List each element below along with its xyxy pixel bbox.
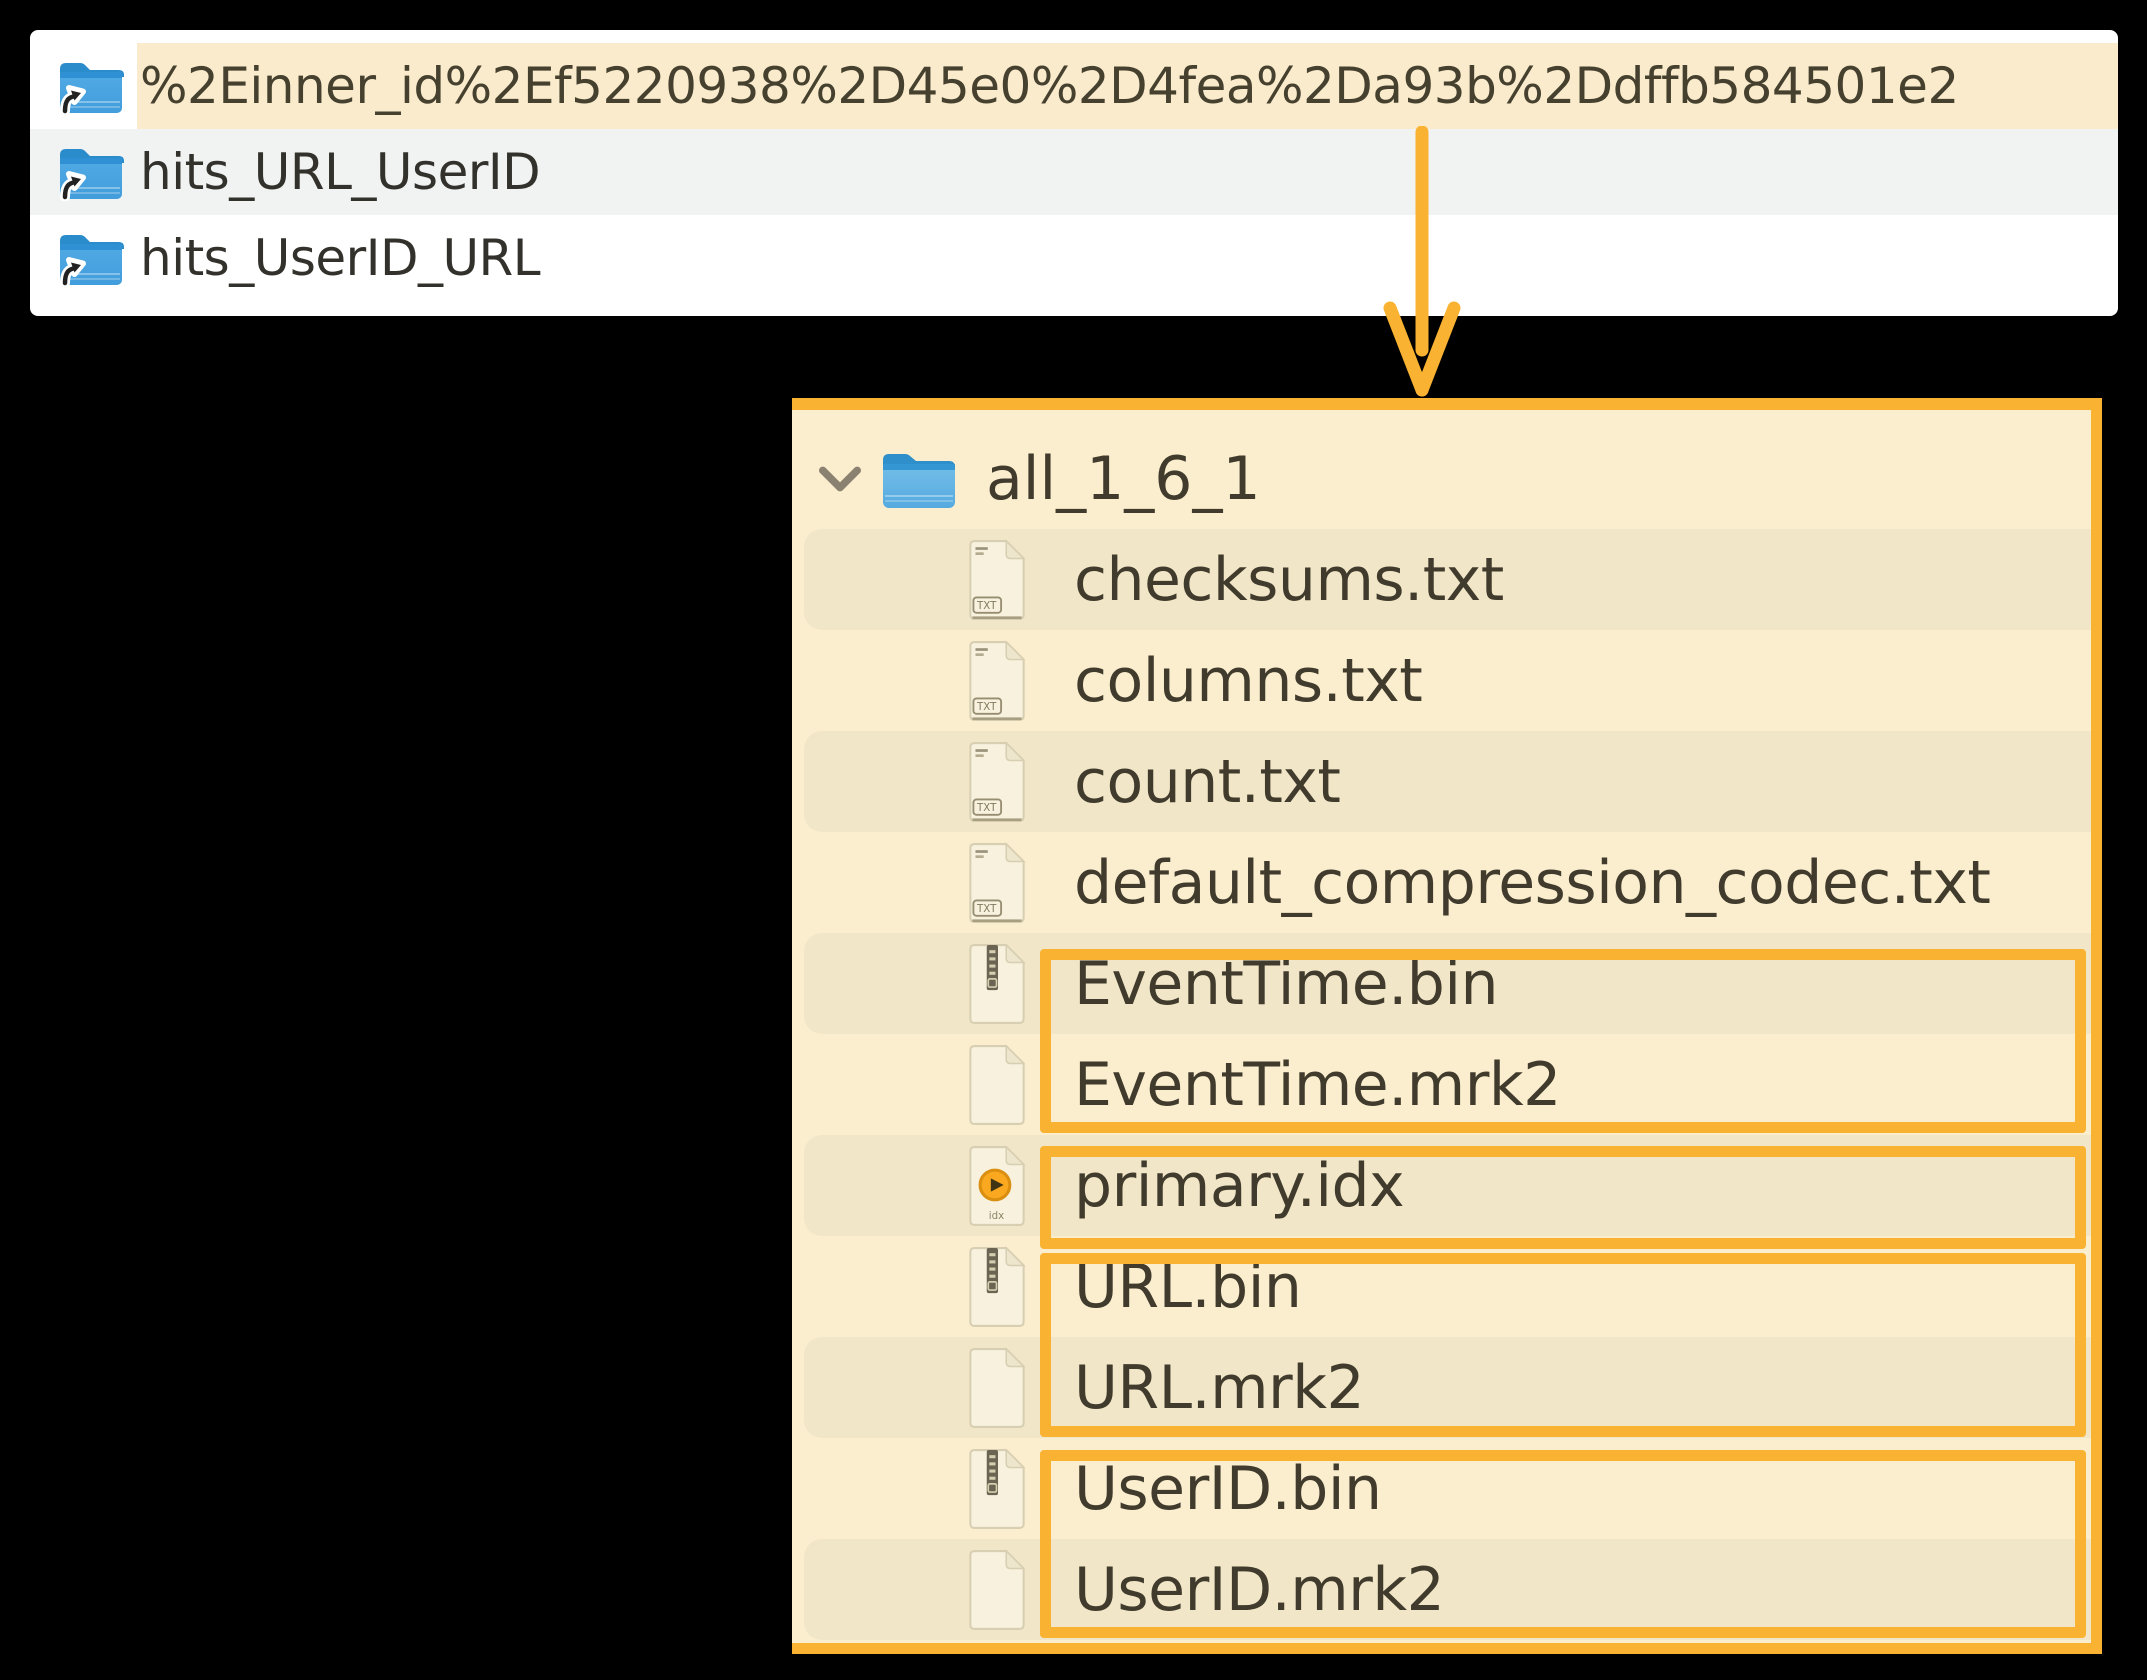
svg-text:TXT: TXT [976, 802, 997, 814]
finder-list-row[interactable]: hits_URL_UserID [30, 129, 2118, 215]
finder-list-row[interactable]: %2Einner_id%2Ef5220938%2D45e0%2D4fea%2Da… [30, 43, 2118, 129]
file-name-label: URL.bin [1074, 1251, 1302, 1322]
finder-item-label: %2Einner_id%2Ef5220938%2D45e0%2D4fea%2Da… [140, 57, 1959, 115]
svg-text:TXT: TXT [976, 903, 997, 915]
file-name-label: EventTime.bin [1074, 948, 1499, 1019]
file-name-label: checksums.txt [1074, 544, 1504, 615]
folder-alias-icon [58, 57, 124, 115]
part-folder-panel: all_1_6_1 TXT checksums.txt [792, 398, 2102, 1654]
file-name-label: EventTime.mrk2 [1074, 1049, 1561, 1120]
root-folder-label: all_1_6_1 [986, 443, 1261, 514]
file-list: TXT checksums.txt TXT columns.txt [792, 529, 2091, 1640]
txt-file-icon: TXT [964, 639, 1030, 722]
txt-file-icon: TXT [964, 841, 1030, 924]
file-name-label: count.txt [1074, 746, 1341, 817]
file-name-label: UserID.bin [1074, 1453, 1382, 1524]
folder-alias-icon [58, 229, 124, 287]
row-highlight [137, 43, 2118, 129]
bin-file-icon [964, 942, 1030, 1025]
folder-alias-icon [58, 143, 124, 201]
file-row[interactable]: URL.mrk2 [792, 1337, 2091, 1438]
bin-file-icon [964, 1245, 1030, 1328]
file-name-label: columns.txt [1074, 645, 1423, 716]
svg-text:TXT: TXT [976, 701, 997, 713]
finder-item-label: hits_UserID_URL [140, 229, 541, 287]
mrk-file-icon [964, 1043, 1030, 1126]
file-row[interactable]: EventTime.bin [792, 933, 2091, 1034]
bin-file-icon [964, 1447, 1030, 1530]
root-folder-row[interactable]: all_1_6_1 [792, 428, 2091, 529]
file-row[interactable]: TXT checksums.txt [792, 529, 2091, 630]
txt-file-icon: TXT [964, 740, 1030, 823]
chevron-down-icon[interactable] [818, 465, 862, 493]
file-name-label: UserID.mrk2 [1074, 1554, 1445, 1625]
file-row[interactable]: EventTime.mrk2 [792, 1034, 2091, 1135]
file-row[interactable]: UserID.bin [792, 1438, 2091, 1539]
svg-text:TXT: TXT [976, 600, 997, 612]
txt-file-icon: TXT [964, 538, 1030, 621]
finder-item-label: hits_URL_UserID [140, 143, 541, 201]
annotation-arrow [1382, 125, 1462, 402]
file-name-label: primary.idx [1074, 1150, 1405, 1221]
finder-list-row[interactable]: hits_UserID_URL [30, 215, 2118, 301]
file-row[interactable]: TXT columns.txt [792, 630, 2091, 731]
file-row[interactable]: URL.bin [792, 1236, 2091, 1337]
mrk-file-icon [964, 1548, 1030, 1631]
file-row[interactable]: UserID.mrk2 [792, 1539, 2091, 1640]
idx-file-icon: idx [964, 1144, 1030, 1227]
file-row[interactable]: idx primary.idx [792, 1135, 2091, 1236]
mrk-file-icon [964, 1346, 1030, 1429]
folder-icon [880, 447, 958, 511]
file-name-label: default_compression_codec.txt [1074, 847, 1991, 918]
file-row[interactable]: TXT default_compression_codec.txt [792, 832, 2091, 933]
file-row[interactable]: TXT count.txt [792, 731, 2091, 832]
finder-list-panel: %2Einner_id%2Ef5220938%2D45e0%2D4fea%2Da… [30, 30, 2118, 316]
file-name-label: URL.mrk2 [1074, 1352, 1365, 1423]
svg-text:idx: idx [989, 1209, 1004, 1221]
